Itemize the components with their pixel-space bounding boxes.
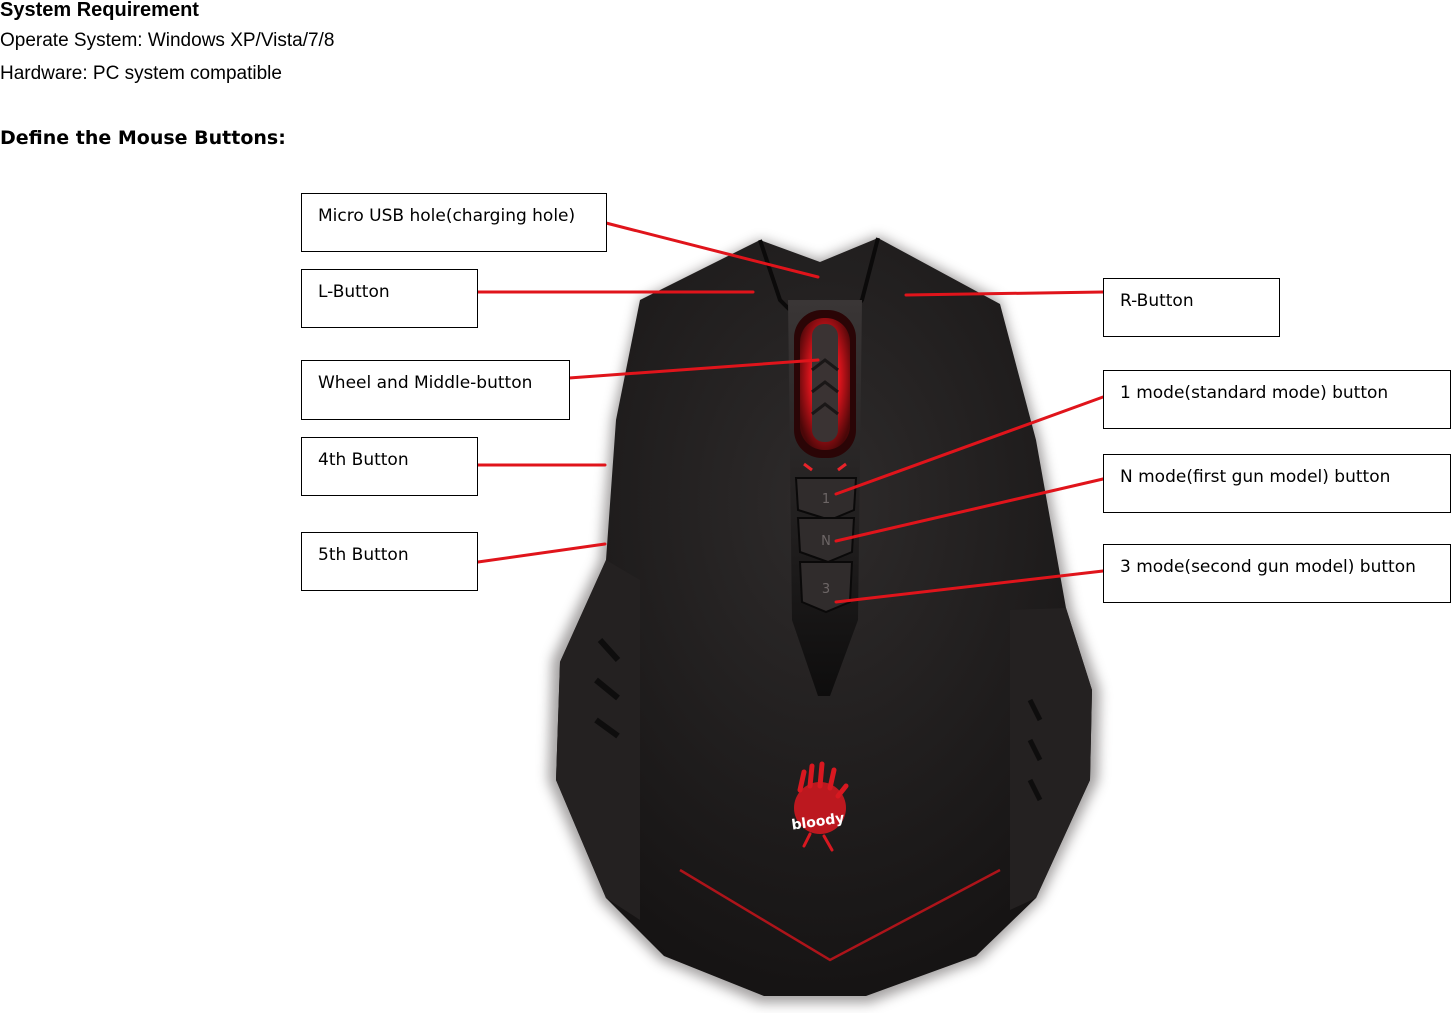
mode-button-3[interactable]: 3 [798, 561, 854, 614]
label-4th-button: 4th Button [301, 437, 478, 496]
label-mode-1-button: 1 mode(standard mode) button [1103, 370, 1451, 429]
label-l-button: L-Button [301, 269, 478, 328]
operating-system-line: Operate System: Windows XP/Vista/7/8 [0, 30, 335, 51]
leader-line-micro-usb [604, 221, 820, 279]
leader-line-wheel [567, 358, 820, 380]
mode-button-3-mark: 3 [822, 582, 830, 597]
hardware-line: Hardware: PC system compatible [0, 63, 282, 84]
mode-button-1[interactable]: 1 [794, 477, 858, 522]
label-5th-button: 5th Button [301, 532, 478, 591]
system-requirement-title: System Requirement [0, 0, 199, 21]
label-r-button: R-Button [1103, 278, 1280, 337]
bloody-logo: bloody [791, 761, 849, 852]
leader-line-mode-3 [834, 569, 1105, 604]
leader-lines [476, 221, 1105, 604]
leader-line-5th-button [476, 542, 607, 564]
label-mode-n-button: N mode(first gun model) button [1103, 454, 1451, 513]
mode-button-n[interactable]: N [796, 517, 856, 564]
leader-line-mode-n [834, 477, 1105, 543]
bloody-logo-text: bloody [791, 810, 846, 833]
mode-button-1-mark: 1 [822, 492, 830, 507]
label-mode-3-button: 3 mode(second gun model) button [1103, 544, 1451, 603]
define-buttons-title: Define the Mouse Buttons: [0, 127, 286, 149]
mode-button-n-mark: N [821, 534, 831, 549]
label-micro-usb: Micro USB hole(charging hole) [301, 193, 607, 252]
label-wheel-middle-button: Wheel and Middle-button [301, 360, 570, 420]
leader-line-r-button [904, 290, 1105, 297]
leader-line-mode-1 [834, 395, 1105, 496]
scroll-wheel[interactable] [794, 310, 856, 472]
